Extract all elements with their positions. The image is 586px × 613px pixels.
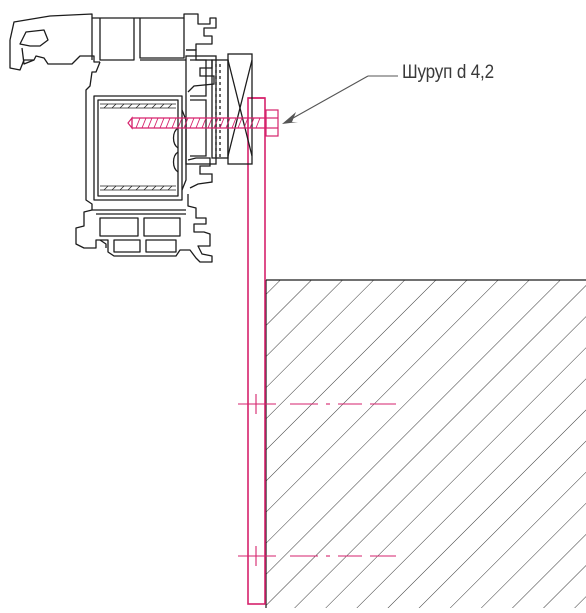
- connector-block: [185, 53, 253, 165]
- frame-hooks: [186, 49, 215, 189]
- screw: [127, 109, 279, 137]
- wall-section: [265, 279, 586, 608]
- leader-arrowhead: [282, 112, 298, 124]
- screw-callout-label: Шуруп d 4,2: [402, 62, 494, 83]
- callout-leader: [282, 75, 398, 124]
- dowel-axis-upper: [238, 394, 396, 414]
- anchor-plate-outline: [247, 97, 266, 605]
- wall-hatch: [266, 280, 586, 608]
- window-frame-profile: [9, 13, 217, 263]
- dowel-axis-lower: [238, 546, 396, 566]
- anchor-plate: [247, 97, 266, 605]
- screw-head: [265, 109, 279, 137]
